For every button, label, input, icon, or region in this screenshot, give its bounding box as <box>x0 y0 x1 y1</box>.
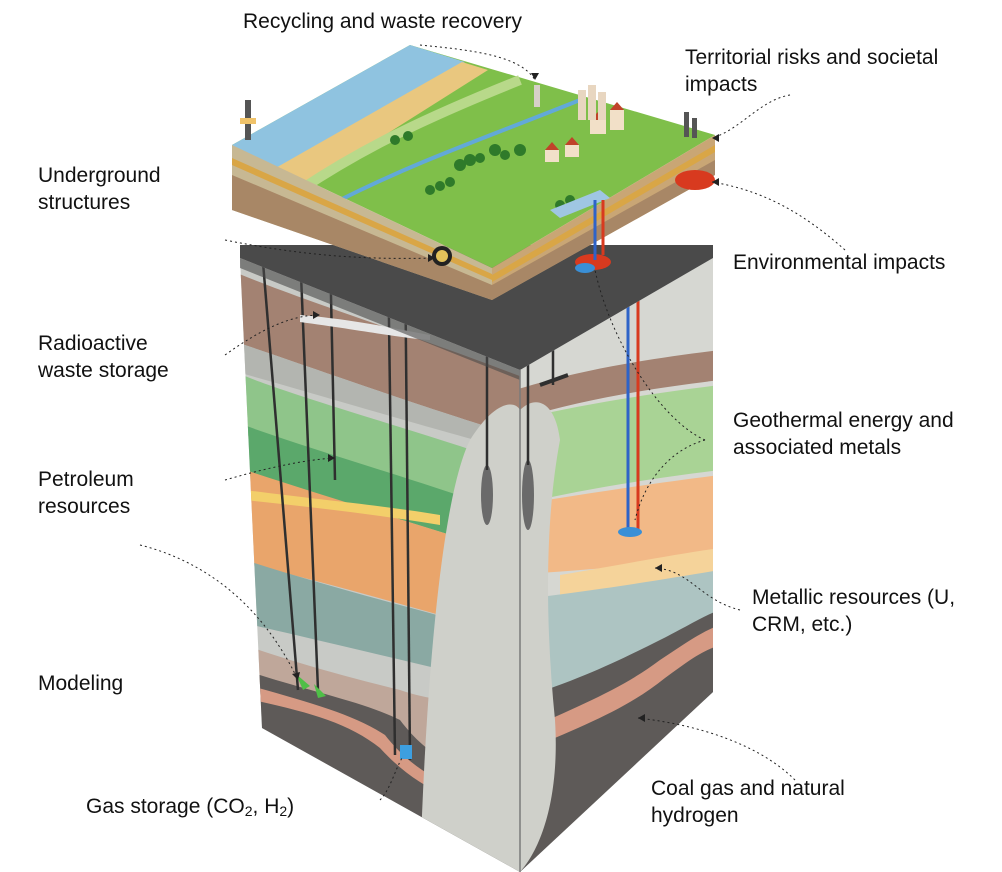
label-coal-line2: hydrogen <box>651 804 739 827</box>
label-geothermal-line1: Geothermal energy and <box>733 409 954 432</box>
label-coal-line1: Coal gas and natural <box>651 777 845 800</box>
gas-storage-suffix: ) <box>287 795 295 818</box>
river <box>339 98 581 202</box>
gas-storage-marker <box>400 745 412 759</box>
annotation-leaders <box>139 44 846 801</box>
light-green-stratum-right <box>520 385 713 505</box>
recycling-chimney <box>534 85 540 107</box>
label-modeling: Modeling <box>38 670 123 697</box>
label-modeling-text: Modeling <box>38 672 124 695</box>
orange-stratum-right <box>520 475 713 575</box>
label-metallic-line1: Metallic resources (U, <box>752 586 956 609</box>
label-environmental-text: Environmental impacts <box>733 251 946 274</box>
label-radioactive-line1: Radioactive <box>38 332 148 355</box>
label-geothermal: Geothermal energy and associated metals <box>733 407 954 461</box>
label-territorial-line1: Territorial risks and societal <box>685 46 939 69</box>
gas-storage-sub1: 2 <box>244 803 253 819</box>
label-underground: Underground structures <box>38 162 161 216</box>
label-territorial-line2: impacts <box>685 73 758 96</box>
label-environmental: Environmental impacts <box>733 249 945 276</box>
label-petroleum: Petroleum resources <box>38 466 134 520</box>
surface-block <box>232 45 715 300</box>
modeling-marker <box>296 674 310 690</box>
salt-cavern <box>481 465 493 525</box>
label-petroleum-line2: resources <box>38 495 131 518</box>
label-geothermal-line2: associated metals <box>733 436 902 459</box>
label-recycling-text: Recycling and waste recovery <box>243 10 522 33</box>
town <box>545 85 624 162</box>
label-coal: Coal gas and natural hydrogen <box>651 775 845 829</box>
label-underground-line1: Underground <box>38 164 161 187</box>
well-line <box>260 258 300 691</box>
greenhouses <box>550 190 610 218</box>
salt-dome-left <box>420 404 520 872</box>
sea-area <box>232 45 465 180</box>
label-metallic-line2: CRM, etc.) <box>752 613 853 636</box>
industrial-stack <box>684 112 689 137</box>
label-radioactive-line2: waste storage <box>38 359 169 382</box>
beach <box>258 62 488 195</box>
label-gas-storage: Gas storage (CO2, H2) <box>86 793 294 825</box>
gas-storage-prefix: Gas storage (CO <box>86 795 245 818</box>
light-green-stratum <box>240 370 520 520</box>
label-recycling: Recycling and waste recovery <box>243 8 522 35</box>
dark-slab-top <box>240 245 713 370</box>
gas-storage-sub2: 2 <box>279 803 288 819</box>
label-underground-line2: structures <box>38 191 131 214</box>
salt-cavern <box>522 460 534 530</box>
gas-storage-mid: , H <box>252 795 280 818</box>
well-line <box>298 258 320 691</box>
label-radioactive: Radioactive waste storage <box>38 330 169 384</box>
label-petroleum-line1: Petroleum <box>38 468 134 491</box>
geothermal-reservoir <box>618 527 642 537</box>
brown-stratum <box>240 270 520 440</box>
annotation-arrowheads <box>292 73 719 722</box>
label-territorial: Territorial risks and societal impacts <box>685 44 938 98</box>
contamination-plume <box>675 170 715 190</box>
radioactive-storage-gallery <box>300 315 430 340</box>
label-metallic: Metallic resources (U, CRM, etc.) <box>752 584 955 638</box>
